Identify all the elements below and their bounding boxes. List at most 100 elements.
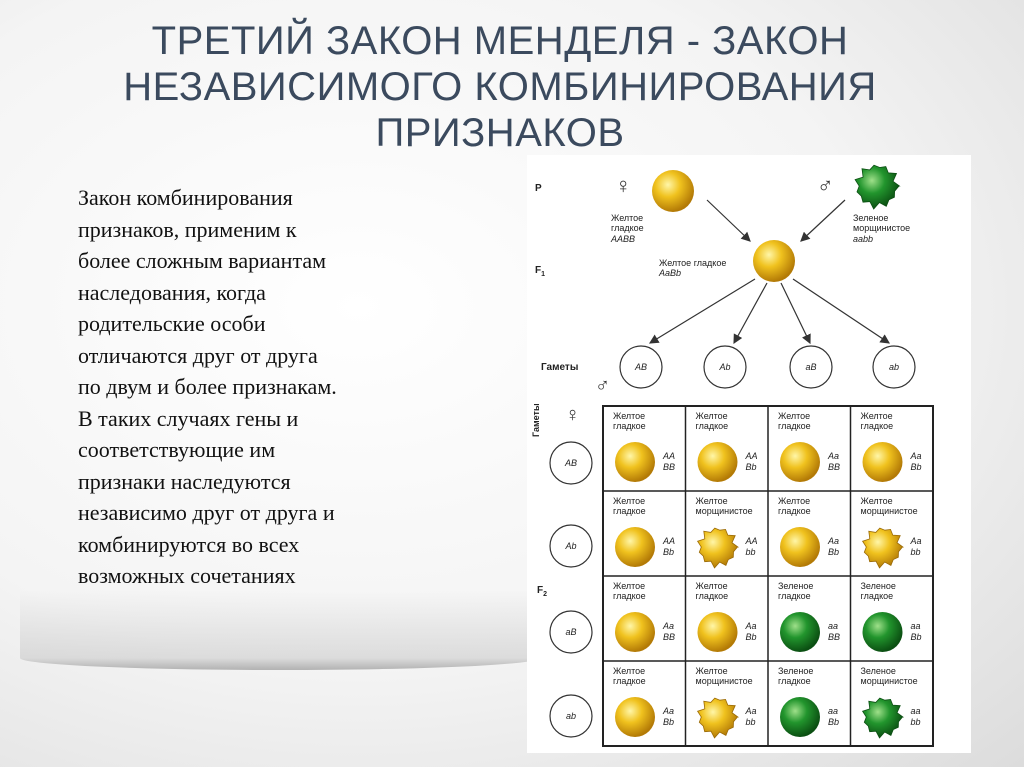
cell-phenotype-line-2: морщинистое bbox=[861, 506, 918, 516]
cell-genotype-2: Bb bbox=[911, 632, 922, 642]
gamete-top-1: AB bbox=[619, 345, 663, 389]
body-line: соответствующие им bbox=[78, 437, 276, 462]
label-gametes-side: Гаметы bbox=[531, 403, 541, 437]
male-symbol-gametes: ♂ bbox=[595, 375, 610, 397]
label-f1: F1 bbox=[535, 265, 545, 278]
cell-genotype-1: AA bbox=[745, 536, 758, 546]
cell-genotype-2: bb bbox=[911, 547, 921, 557]
pea-smooth bbox=[697, 442, 738, 482]
cell-genotype-1: Aa bbox=[745, 621, 757, 631]
cell-genotype-2: bb bbox=[746, 717, 756, 727]
cell-genotype-1: AA bbox=[745, 451, 758, 461]
body-line: по двум и более признакам. bbox=[78, 374, 337, 399]
pea-smooth bbox=[862, 612, 903, 652]
male-symbol: ♂ bbox=[817, 173, 834, 198]
female-symbol: ♀ bbox=[615, 173, 632, 198]
cell-genotype-1: Aa bbox=[827, 536, 839, 546]
title-line-2: НЕЗАВИСИМОГО КОМБИНИРОВАНИЯ bbox=[123, 65, 877, 109]
cell-genotype-2: Bb bbox=[663, 547, 674, 557]
cell-phenotype-line-2: гладкое bbox=[696, 591, 729, 601]
f1-pea bbox=[753, 240, 795, 282]
body-line: комбинируются во всех bbox=[78, 531, 300, 557]
cell-genotype-1: aa bbox=[911, 621, 921, 631]
cell-phenotype-line-1: Желтое bbox=[613, 496, 645, 506]
cell-genotype-1: aa bbox=[911, 706, 921, 716]
cell-phenotype-line-2: гладкое bbox=[861, 421, 894, 431]
cell-genotype-2: Bb bbox=[828, 547, 839, 557]
parent-female-label-1: Желтое bbox=[611, 213, 643, 223]
body-text: Закон комбинирования признаков, применим… bbox=[78, 182, 438, 592]
gamete-top-label: Ab bbox=[718, 362, 730, 372]
pea-smooth bbox=[780, 697, 820, 737]
cell-phenotype-line-1: Зеленое bbox=[861, 666, 896, 676]
arrow-f1-gamete-ab1 bbox=[648, 278, 756, 344]
arrow-f1-gamete-ab4 bbox=[792, 278, 890, 344]
body-line: независимо друг от друга и bbox=[78, 500, 335, 525]
cell-genotype-1: aa bbox=[828, 706, 838, 716]
cell-phenotype-line-2: гладкое bbox=[613, 421, 646, 431]
genetics-diagram-panel: P F1 Гаметы F2 Гаметы ♀ ♂ ♂ ♀ Желтое гла… bbox=[527, 155, 971, 753]
body-line: Закон комбинирования bbox=[78, 185, 293, 210]
pea-smooth bbox=[615, 697, 655, 737]
punnett-diagram: P F1 Гаметы F2 Гаметы ♀ ♂ ♂ ♀ Желтое гла… bbox=[531, 164, 934, 747]
cell-phenotype-line-2: гладкое bbox=[778, 591, 811, 601]
cell-genotype-2: bb bbox=[911, 717, 921, 727]
pea-wrinkled bbox=[696, 527, 740, 569]
cell-phenotype-line-1: Желтое bbox=[613, 411, 645, 421]
female-symbol-gametes: ♀ bbox=[565, 404, 580, 426]
gamete-side-label: aB bbox=[565, 627, 576, 637]
pea-smooth bbox=[862, 442, 903, 482]
arrow-f1-gamete-ab2 bbox=[733, 282, 768, 345]
pea-wrinkled bbox=[854, 164, 901, 210]
cell-phenotype-line-2: гладкое bbox=[613, 506, 646, 516]
pea-smooth bbox=[780, 442, 820, 482]
shelf-shadow bbox=[20, 590, 540, 670]
gamete-side-4: ab bbox=[549, 694, 593, 738]
body-line: наследования, когда bbox=[78, 279, 266, 305]
gamete-side-2: Ab bbox=[549, 524, 593, 568]
gamete-side-label: Ab bbox=[564, 541, 576, 551]
cell-phenotype-line-2: морщинистое bbox=[696, 506, 753, 516]
cell-phenotype-line-1: Желтое bbox=[861, 411, 893, 421]
cell-genotype-2: BB bbox=[828, 462, 840, 472]
gamete-side-1: AB bbox=[549, 441, 593, 485]
parent-male-genotype: aabb bbox=[853, 234, 873, 244]
cell-phenotype-line-1: Желтое bbox=[696, 496, 728, 506]
cell-genotype-2: Bb bbox=[746, 462, 757, 472]
cell-genotype-1: Aa bbox=[827, 451, 839, 461]
cell-phenotype-line-2: гладкое bbox=[861, 591, 894, 601]
cell-phenotype-line-2: гладкое bbox=[613, 676, 646, 686]
parent-female-label-2: гладкое bbox=[611, 223, 644, 233]
cell-genotype-2: Bb bbox=[746, 632, 757, 642]
gamete-side-label: AB bbox=[564, 458, 577, 468]
parent-male-label-1: Зеленое bbox=[853, 213, 888, 223]
parent-male-label-2: морщинистое bbox=[853, 223, 910, 233]
pea-smooth bbox=[615, 442, 655, 482]
label-p: P bbox=[535, 183, 542, 194]
label-gametes-top: Гаметы bbox=[541, 362, 578, 373]
cell-phenotype-line-1: Желтое bbox=[861, 496, 893, 506]
cell-genotype-2: Bb bbox=[911, 462, 922, 472]
cell-phenotype-line-2: гладкое bbox=[696, 421, 729, 431]
body-line: признаков, применим к bbox=[78, 216, 297, 242]
gamete-top-4: ab bbox=[872, 345, 916, 389]
cell-genotype-1: AA bbox=[662, 451, 675, 461]
cell-genotype-1: AA bbox=[662, 536, 675, 546]
pea-smooth bbox=[697, 612, 738, 652]
gamete-top-2: Ab bbox=[703, 345, 747, 389]
cell-genotype-2: Bb bbox=[663, 717, 674, 727]
cell-phenotype-line-1: Зеленое bbox=[778, 581, 813, 591]
cell-phenotype-line-1: Желтое bbox=[613, 666, 645, 676]
body-line: родительские особи bbox=[78, 311, 266, 336]
arrow-f1-gamete-ab3 bbox=[780, 282, 811, 345]
